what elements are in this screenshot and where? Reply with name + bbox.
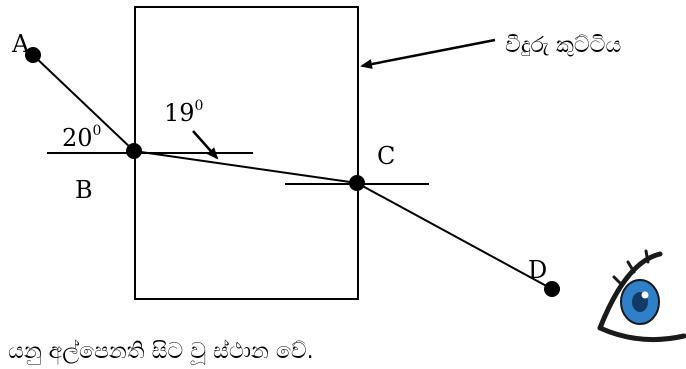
label-d: D: [528, 256, 547, 284]
pin-b: [126, 143, 142, 159]
angle-refraction-label: 190: [164, 98, 203, 127]
refracted-ray: [133, 150, 358, 184]
pin-c: [349, 175, 365, 191]
label-b: B: [75, 176, 93, 204]
emergent-ray: [356, 182, 553, 290]
angle-refraction-value: 19: [164, 99, 195, 127]
eye-glint: [641, 291, 649, 299]
angle-pointer-arrow: [192, 130, 219, 160]
angle-incidence-degree: 0: [93, 123, 102, 139]
glass-block-label: වීදුරු කුට්ටිය: [505, 33, 621, 58]
incident-ray: [32, 54, 135, 152]
angle-refraction-degree: 0: [195, 98, 204, 114]
pin-a: [25, 47, 41, 63]
pin-d: [544, 281, 560, 297]
angle-incidence-value: 20: [62, 124, 93, 152]
eye-icon: [597, 249, 686, 343]
caption-text: යනු අල්පෙනති සිට වූ ස්ථාන වේ.: [8, 339, 314, 365]
eye-lower-lid: [597, 325, 686, 343]
angle-incidence-label: 200: [62, 123, 101, 152]
eye-lashes: [612, 249, 650, 287]
label-a: A: [11, 30, 30, 58]
label-c: C: [377, 142, 395, 170]
eye-upper-lid: [597, 251, 663, 331]
glass-block-pointer-arrow: [360, 38, 496, 69]
